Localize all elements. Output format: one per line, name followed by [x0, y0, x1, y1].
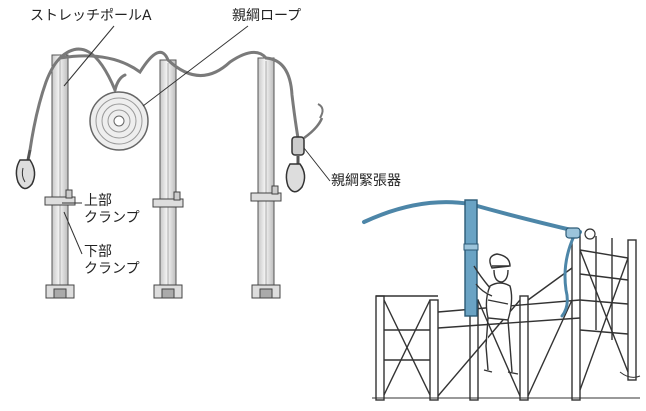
stretch-pole-2	[152, 59, 184, 299]
stretch-pole-1	[44, 54, 76, 299]
stretch-pole-installed	[463, 199, 479, 317]
rope-coil-icon	[89, 91, 149, 151]
leader-lines	[62, 25, 331, 255]
clamp-icon	[251, 284, 281, 299]
main-rope	[28, 47, 300, 152]
stretch-pole-3	[250, 57, 282, 299]
rope-tensioner-installed-icon	[565, 227, 596, 240]
lower-clamp-icon	[45, 284, 75, 299]
stretch-pole-label: ストレッチポールA	[30, 8, 152, 24]
lower-clamp-label: 下部 クランプ	[84, 244, 140, 278]
worker-icon	[473, 253, 519, 375]
clamp-icon	[153, 284, 183, 299]
upper-clamp-label: 上部 クランプ	[84, 193, 140, 227]
upper-clamp-label-line1: 上部	[84, 193, 112, 209]
clamp-icon	[250, 185, 282, 202]
upper-clamp-label-line2: クランプ	[84, 210, 140, 226]
main-rope-label: 親綱ロープ	[232, 8, 302, 24]
rope-tensioner-icon	[285, 103, 324, 193]
tensioner-label: 親綱緊張器	[331, 173, 401, 189]
clamp-icon	[152, 191, 184, 208]
upper-clamp-icon	[44, 189, 76, 206]
lower-clamp-label-line2: クランプ	[84, 261, 140, 277]
lower-clamp-label-line1: 下部	[84, 244, 112, 260]
snap-hook-icon	[15, 149, 36, 190]
